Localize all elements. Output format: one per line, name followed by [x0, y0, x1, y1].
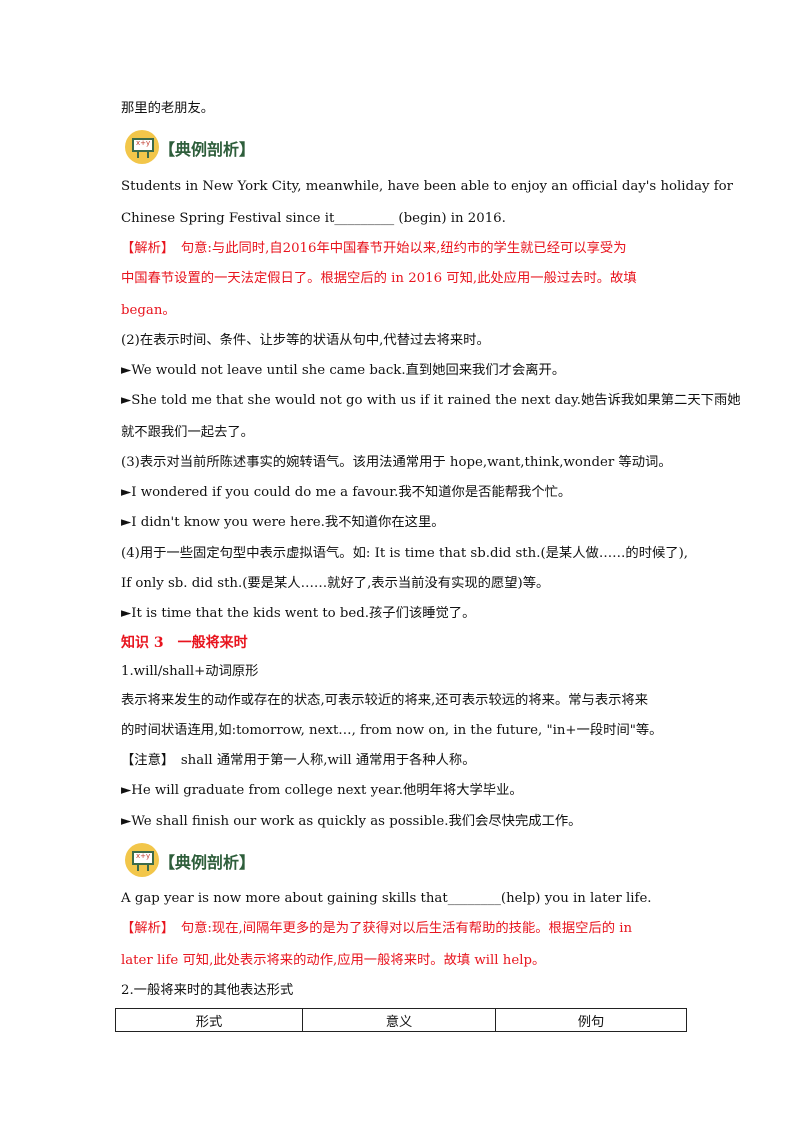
rule-line: If only sb. did sth.(要是某人……就好了,表示当前没有实现的…: [121, 576, 550, 591]
analysis-line: 中国春节设置的一天法定假日了。根据空后的 in 2016 可知,此处应用一般过去…: [121, 271, 637, 286]
analysis-line: 【解析】 句意:与此同时,自2016年中国春节开始以来,纽约市的学生就已经可以享…: [121, 241, 627, 256]
table-header-cell: 例句: [495, 1008, 687, 1032]
example-line: 就不跟我们一起去了。: [121, 425, 254, 440]
example-line: ►She told me that she would not go with …: [121, 393, 741, 408]
blackboard-icon: x+y: [125, 843, 159, 877]
example-line: ►I didn't know you were here.我不知道你在这里。: [121, 515, 445, 530]
rule-line: (3)表示对当前所陈述事实的婉转语气。该用法通常用于 hope,want,thi…: [121, 455, 672, 470]
example-line: ►He will graduate from college next year…: [121, 783, 523, 798]
exercise-line: A gap year is now more about gaining ski…: [121, 891, 652, 906]
rule-line: 1.will/shall+动词原形: [121, 664, 259, 679]
rule-line: (4)用于一些固定句型中表示虚拟语气。如: It is time that sb…: [121, 546, 689, 561]
badge-title: 【典例剖析】: [159, 140, 256, 159]
example-line: ►We shall finish our work as quickly as …: [121, 814, 582, 829]
example-analysis-badge: x+y 【典例剖析】: [125, 130, 275, 164]
example-analysis-badge: x+y 【典例剖析】: [125, 843, 275, 877]
example-line: ►I wondered if you could do me a favour.…: [121, 485, 572, 500]
table-header-cell: 形式: [115, 1008, 303, 1032]
rule-line: 的时间状语连用,如:tomorrow, next…, from now on, …: [121, 723, 663, 738]
example-line: ►It is time that the kids went to bed.孩子…: [121, 606, 476, 621]
exercise-line: Chinese Spring Festival since it________…: [121, 211, 506, 226]
forms-table: 形式 意义 例句: [115, 1008, 687, 1032]
exercise-line: Students in New York City, meanwhile, ha…: [121, 179, 734, 194]
rule-line: (2)在表示时间、条件、让步等的状语从句中,代替过去将来时。: [121, 333, 490, 348]
analysis-line: 【解析】 句意:现在,间隔年更多的是为了获得对以后生活有帮助的技能。根据空后的 …: [121, 921, 633, 936]
table-header-cell: 意义: [302, 1008, 496, 1032]
rule-line: 表示将来发生的动作或存在的状态,可表示较近的将来,还可表示较远的将来。常与表示将…: [121, 693, 649, 708]
prev-text-line: 那里的老朋友。: [121, 101, 215, 116]
table-header-row: 形式 意义 例句: [115, 1008, 687, 1032]
badge-title: 【典例剖析】: [159, 853, 256, 872]
blackboard-icon: x+y: [125, 130, 159, 164]
analysis-line: later life 可知,此处表示将来的动作,应用一般将来时。故填 will …: [121, 953, 546, 968]
example-line: ►We would not leave until she came back.…: [121, 363, 566, 378]
note-line: 【注意】 shall 通常用于第一人称,will 通常用于各种人称。: [121, 753, 476, 768]
section-heading: 知识 3 一般将来时: [121, 635, 248, 651]
rule-line: 2.一般将来时的其他表达形式: [121, 983, 294, 998]
analysis-line: began。: [121, 303, 176, 318]
